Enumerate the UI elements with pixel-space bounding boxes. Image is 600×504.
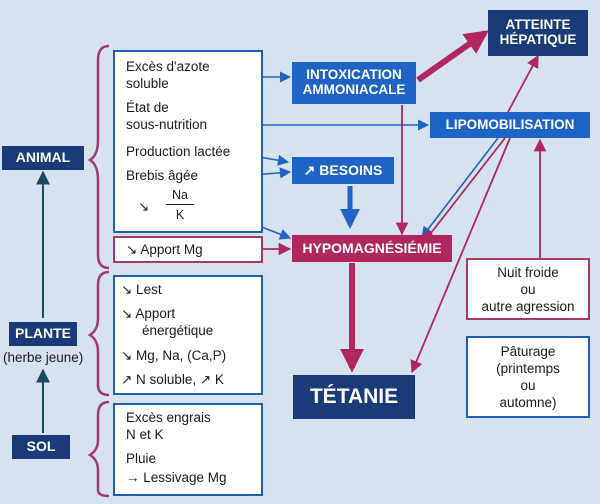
soil-factors-box: Excès engrais N et K Pluie → Lessivage M…	[113, 403, 263, 496]
atteinte-line-2: HÉPATIQUE	[499, 32, 577, 47]
pluie-text: Pluie	[126, 451, 157, 466]
level-plante-label: PLANTE	[9, 322, 77, 346]
soil-brace	[87, 400, 110, 498]
ratio-arrow-icon: ↘	[138, 199, 150, 214]
hypomagnesiemie-box: HYPOMAGNÉSIÉMIE	[292, 235, 452, 262]
atteinte-line-1: ATTEINTE	[505, 17, 571, 33]
ratio-fraction-bar	[166, 204, 194, 205]
engrais-line-1: Excès engrais	[126, 410, 211, 425]
lipo-to-hypo-blue-arrow	[421, 137, 499, 238]
tetanie-box: TÉTANIE	[293, 375, 415, 419]
apport-mg-box: ↘ Apport Mg	[113, 236, 263, 263]
sous-nutrition-line-1: État de	[126, 100, 169, 115]
animal-factors-box: Excès d'azote soluble État de sous-nutri…	[113, 50, 263, 233]
intox-to-atteinte-arrow	[416, 30, 489, 83]
level-animal-label: ANIMAL	[2, 146, 84, 170]
plant-brace	[87, 270, 110, 397]
sous-nutrition-line-2: sous-nutrition	[126, 117, 208, 132]
n-soluble-text: ↗ N soluble, ↗ K	[121, 372, 224, 387]
intoxication-line-1: INTOXICATION	[306, 67, 402, 83]
paturage-line-1: Pâturage	[500, 344, 556, 359]
intoxication-line-2: AMMONIACALE	[302, 82, 406, 97]
engrais-line-2: N et K	[126, 427, 164, 442]
besoins-box: ↗ BESOINS	[292, 157, 394, 184]
animal-brace	[87, 44, 110, 270]
paturage-line-4: automne)	[499, 395, 557, 410]
lipo-to-atteinte-arrow	[507, 54, 539, 113]
plante-note: (herbe jeune)	[3, 350, 84, 365]
atteinte-hepatique-box: ATTEINTE HÉPATIQUE	[488, 10, 588, 56]
lipo-to-hypo-mag-arrow	[423, 137, 506, 243]
ratio-denominator: K	[175, 208, 185, 222]
nuit-froide-box: Nuit froide ou autre agression	[466, 258, 590, 320]
lest-text: ↘ Lest	[121, 282, 162, 297]
lipomobilisation-box: LIPOMOBILISATION	[430, 112, 590, 138]
apport-energetique-line-1: ↘ Apport	[121, 306, 176, 321]
lessivage-text: → Lessivage Mg	[126, 470, 227, 485]
apport-energetique-line-2: énergétique	[142, 323, 214, 338]
azote-line-1: Excès d'azote	[126, 59, 210, 74]
nuit-line-3: autre agression	[481, 299, 575, 314]
paturage-line-3: ou	[520, 378, 536, 393]
brebis-agee: Brebis âgée	[126, 168, 199, 183]
lipo-to-tetanie-arrow	[410, 137, 511, 374]
intoxication-ammoniacale-box: INTOXICATION AMMONIACALE	[292, 62, 416, 104]
minerals-text: ↘ Mg, Na, (Ca,P)	[121, 348, 227, 363]
nuit-line-1: Nuit froide	[497, 265, 559, 280]
production-laitiere: Production lactée	[126, 144, 231, 159]
paturage-line-2: (printemps	[496, 361, 560, 376]
azote-line-2: soluble	[126, 76, 169, 91]
level-sol-label: SOL	[12, 435, 70, 459]
ratio-numerator: Na	[172, 188, 188, 202]
plant-factors-box: ↘ Lest ↘ Apport énergétique ↘ Mg, Na, (C…	[113, 275, 263, 395]
paturage-box: Pâturage (printemps ou automne)	[466, 336, 590, 418]
apport-mg-text: ↘ Apport Mg	[126, 242, 203, 257]
nuit-line-2: ou	[520, 282, 536, 297]
